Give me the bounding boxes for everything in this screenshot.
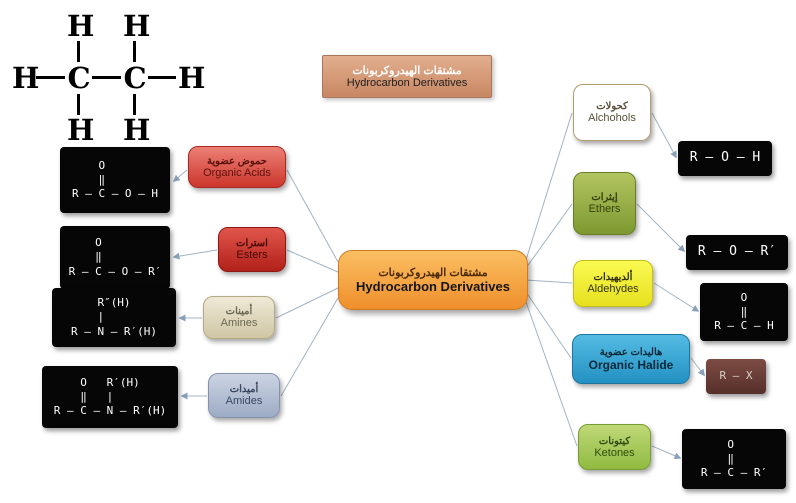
node-label-arabic: أميدات	[229, 384, 259, 395]
formula-alcohol: R — O — H	[678, 141, 772, 176]
node-amides: أميدات Amides	[208, 373, 280, 418]
atom-h: H	[123, 113, 151, 147]
node-central-hydrocarbon-derivatives: مشتقات الهيدروكربونات Hydrocarbon Deriva…	[338, 250, 528, 310]
node-label-english: Alchohols	[588, 112, 636, 124]
bond	[77, 41, 80, 62]
node-label-english: Organic Halide	[588, 357, 674, 372]
node-label-english: Aldehydes	[587, 283, 639, 295]
formula-text: R″(H) | R — N — R′(H)	[70, 296, 158, 338]
formula-ketone: O ‖ R — C — R′	[682, 429, 786, 489]
formula-text: O ‖ R — C — H	[714, 290, 774, 333]
formula-amine: R″(H) | R — N — R′(H)	[52, 288, 176, 347]
node-label-arabic: إيثرات	[591, 192, 618, 203]
atom-h: H	[123, 9, 151, 43]
node-label-arabic: هاليدات عضوية	[599, 346, 663, 358]
bond	[133, 41, 136, 62]
node-ethers: إيثرات Ethers	[573, 172, 636, 235]
node-alcohols: كحولات Alchohols	[573, 84, 651, 141]
bond	[36, 76, 65, 79]
node-label-arabic: ألديهيدات	[593, 272, 633, 283]
node-label-arabic: حموض عضوية	[207, 155, 267, 167]
atom-c: C	[67, 61, 91, 95]
bond	[77, 94, 80, 115]
node-label-arabic: استرات	[236, 238, 268, 249]
formula-amide: O R′(H) ‖ | R — C — N — R′(H)	[42, 366, 178, 428]
formula-ester: O ‖ R — C — O — R′	[60, 226, 170, 289]
formula-text: O ‖ R — C — R′	[700, 437, 768, 480]
node-ketones: كيتونات Ketones	[578, 424, 651, 470]
node-label-english: Esters	[236, 249, 268, 261]
node-aldehydes: ألديهيدات Aldehydes	[573, 260, 653, 307]
page-title: مشتقات الهيدروكربونات Hydrocarbon Deriva…	[322, 55, 492, 98]
formula-text: R — X	[719, 369, 753, 383]
node-label-english: Ketones	[594, 446, 635, 459]
bond	[92, 76, 121, 79]
node-organic-acids: حموض عضوية Organic Acids	[188, 146, 286, 188]
formula-text: R — O — R′	[697, 244, 777, 260]
node-label-english: Organic Acids	[203, 166, 271, 179]
formula-aldehyde: O ‖ R — C — H	[700, 283, 788, 341]
formula-text: R — O — H	[689, 150, 761, 166]
formula-organic-halide: R — X	[706, 359, 766, 394]
atom-h: H	[67, 9, 95, 43]
node-label-english: Amines	[220, 317, 258, 329]
node-label-arabic: أمينات	[225, 306, 253, 317]
atom-h: H	[178, 61, 206, 95]
atom-h: H	[67, 113, 95, 147]
formula-organic-acid: O ‖ R — C — O — H	[60, 147, 170, 213]
atom-h: H	[12, 61, 40, 95]
node-label-arabic: كحولات	[596, 101, 628, 112]
bond	[133, 94, 136, 115]
node-amines: أمينات Amines	[203, 296, 275, 339]
formula-ether: R — O — R′	[686, 235, 788, 270]
central-label-english: Hydrocarbon Derivatives	[356, 279, 510, 294]
page-title-arabic: مشتقات الهيدروكربونات	[352, 65, 462, 77]
page-title-english: Hydrocarbon Derivatives	[346, 77, 468, 89]
central-label-arabic: مشتقات الهيدروكربونات	[378, 267, 488, 279]
formula-text: O ‖ R — C — O — R′	[68, 236, 162, 278]
bond	[148, 76, 176, 79]
formula-text: O R′(H) ‖ | R — C — N — R′(H)	[53, 375, 167, 418]
node-label-english: Amides	[225, 395, 263, 407]
node-organic-halide: هاليدات عضوية Organic Halide	[572, 334, 690, 384]
ethane-structure: H H H C C H H H	[6, 4, 216, 149]
node-label-english: Ethers	[588, 203, 621, 215]
atom-c: C	[123, 61, 147, 95]
formula-text: O ‖ R — C — O — H	[71, 158, 159, 201]
node-label-arabic: كيتونات	[598, 435, 631, 447]
node-esters: استرات Esters	[218, 227, 286, 272]
